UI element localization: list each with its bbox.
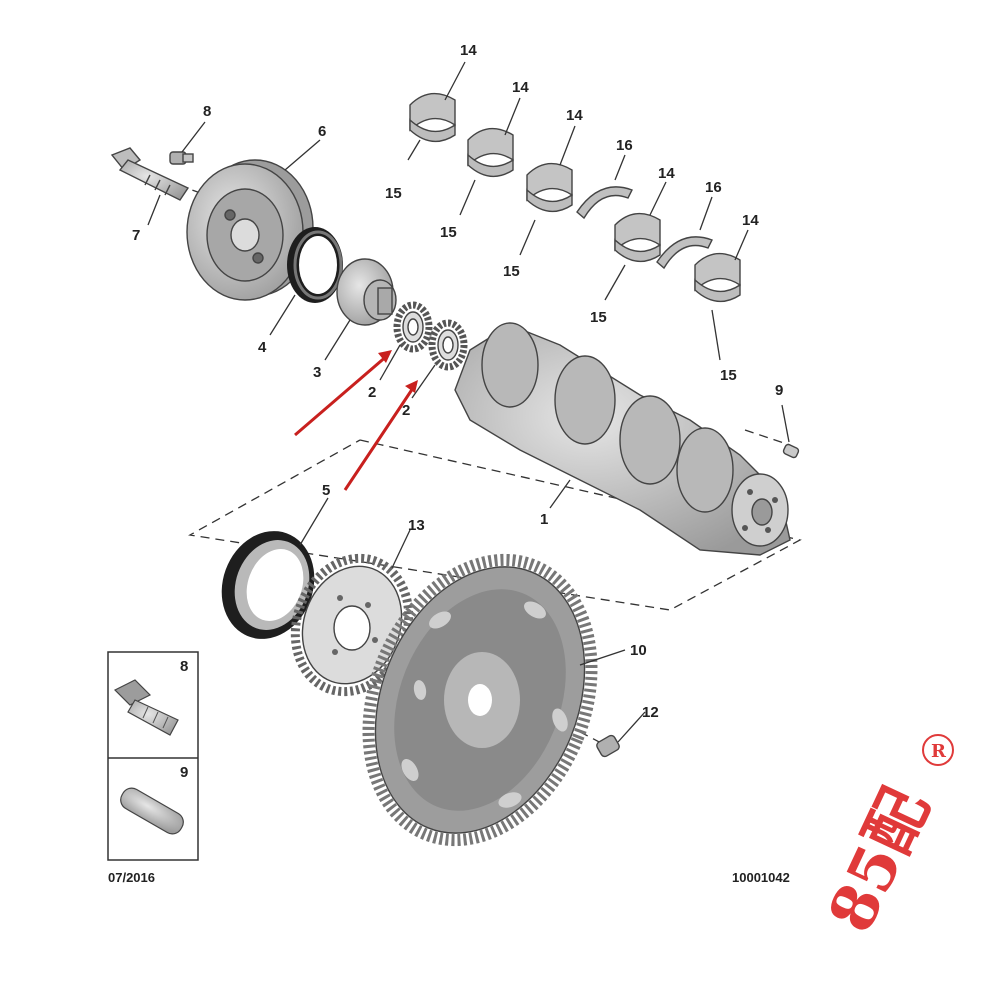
crank-hub-part bbox=[336, 258, 397, 326]
inset-label-9: 9 bbox=[180, 764, 188, 781]
callout-13: 13 bbox=[408, 517, 425, 534]
inset-dowel-illustration bbox=[120, 787, 184, 835]
diagram-reference-number: 10001042 bbox=[732, 870, 790, 885]
callout-14c: 14 bbox=[566, 107, 583, 124]
timing-sprocket-part-b bbox=[428, 319, 468, 371]
flexplate-part bbox=[362, 553, 598, 847]
registered-letter: R bbox=[931, 741, 947, 762]
timing-sprocket-part-a bbox=[393, 301, 433, 353]
callout-12: 12 bbox=[642, 704, 659, 721]
thrust-washer-part-1 bbox=[576, 186, 633, 220]
callout-8: 8 bbox=[203, 103, 211, 120]
damper-pulley-part bbox=[186, 159, 314, 301]
red-arrow-1 bbox=[294, 350, 392, 437]
callout-2b: 2 bbox=[402, 402, 410, 419]
crankshaft-part bbox=[454, 322, 791, 556]
callout-1: 1 bbox=[540, 511, 548, 528]
inset-label-8: 8 bbox=[180, 658, 188, 675]
red-arrow-2 bbox=[343, 380, 418, 491]
inset-detail-box: 8 9 bbox=[107, 651, 199, 861]
callout-9: 9 bbox=[775, 382, 783, 399]
watermark-logo: 85配 bbox=[814, 778, 943, 943]
callout-14b: 14 bbox=[512, 79, 529, 96]
leader-lines bbox=[147, 61, 790, 743]
pulley-bolt-part bbox=[110, 147, 190, 201]
callout-15d: 15 bbox=[590, 309, 607, 326]
callout-16b: 16 bbox=[705, 179, 722, 196]
callout-14e: 14 bbox=[742, 212, 759, 229]
callout-16a: 16 bbox=[616, 137, 633, 154]
callout-15a: 15 bbox=[385, 185, 402, 202]
registered-mark: R bbox=[922, 734, 954, 766]
dowel-pin-part bbox=[782, 443, 800, 459]
front-oil-seal-part bbox=[287, 227, 343, 303]
pin-dashed-line bbox=[744, 429, 791, 446]
callout-14a: 14 bbox=[460, 42, 477, 59]
callout-15e: 15 bbox=[720, 367, 737, 384]
bearing-shell-part-4 bbox=[614, 212, 661, 263]
watermark-text: 85配 bbox=[814, 778, 943, 943]
callout-14d: 14 bbox=[658, 165, 675, 182]
bearing-shell-part-1 bbox=[409, 92, 456, 143]
thrust-washer-part-2 bbox=[656, 236, 713, 270]
callout-15b: 15 bbox=[440, 224, 457, 241]
bearing-shell-part-2 bbox=[467, 127, 514, 178]
bearing-shell-part-3 bbox=[526, 162, 573, 213]
small-bolt-part bbox=[169, 151, 194, 165]
bearing-shell-part-5 bbox=[694, 252, 741, 303]
callout-7: 7 bbox=[132, 227, 140, 244]
reluctor-ring-part bbox=[290, 553, 414, 697]
callout-2a: 2 bbox=[368, 384, 376, 401]
callout-4: 4 bbox=[258, 339, 267, 356]
diagram-date: 07/2016 bbox=[108, 870, 155, 885]
inset-bolt-illustration bbox=[113, 679, 179, 736]
callout-10: 10 bbox=[630, 642, 647, 659]
callout-6: 6 bbox=[318, 123, 326, 140]
rear-oil-seal-part bbox=[221, 531, 315, 639]
callout-3: 3 bbox=[313, 364, 321, 381]
callout-15c: 15 bbox=[503, 263, 520, 280]
callout-5: 5 bbox=[322, 482, 330, 499]
flexplate-bolt-part bbox=[596, 734, 620, 758]
